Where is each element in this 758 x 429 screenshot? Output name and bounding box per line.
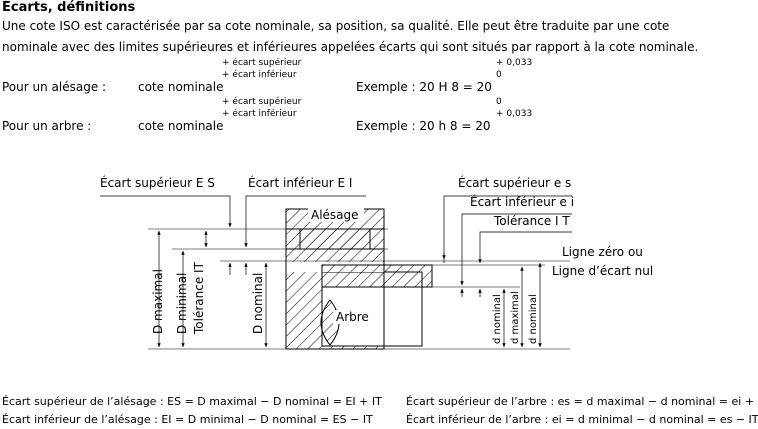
label-d-nominal-1: d nominal [492,294,503,344]
arbre-row-example: Exemple : 20 h 8 = 20 [356,119,491,133]
label-ligne-ecart: Ligne d’écart nul [552,264,653,278]
intro-line-2: nominale avec des limites supérieures et… [2,40,699,54]
alesage-upper-deviation: + écart supérieur [222,58,302,68]
label-ecart-sup-E: Écart supérieur E S [100,175,215,190]
formula-es-alesage: Écart supérieur de l’alésage : ES = D ma… [2,395,382,408]
label-ecart-inf-e: Écart inférieur e i [470,194,574,209]
alesage-example-upper: + 0,033 [496,58,533,68]
arbre-example-lower: + 0,033 [496,109,533,119]
alesage-lower-deviation: + écart inférieur [222,70,297,80]
leader-ei [460,213,572,286]
alesage-example-lower: 0 [496,70,502,80]
formula-ei-alesage: Écart inférieur de l’alésage : EI = D mi… [2,413,373,426]
label-D-nominal: D nominal [251,273,265,334]
label-tolerance-IT: Tolérance IT [192,261,206,335]
label-ecart-sup-e: Écart supérieur e s [458,175,571,190]
page-title: Écarts, définitions [2,0,136,15]
intro-line-1: Une cote ISO est caractérisée par sa cot… [2,19,670,33]
label-d-nominal-2: d nominal [528,294,539,344]
arbre-row-label: Pour un arbre : [2,119,92,133]
alesage-row-label: Pour un alésage : [2,80,107,94]
arbre-example-upper: 0 [496,97,502,107]
label-alesage: Alésage [311,208,359,222]
arbre-lower-deviation: + écart inférieur [222,109,297,119]
label-d-maximal: d maximal [510,291,521,344]
leader-es [442,195,572,260]
formula-es-arbre: Écart supérieur de l’arbre : es = d maxi… [406,395,758,408]
formula-ei-arbre: Écart inférieur de l’arbre : ei = d mini… [406,413,758,426]
label-ecart-inf-E: Écart inférieur E I [248,175,352,190]
label-tolerance-arbre: Tolérance I T [493,214,570,228]
alesage-row-nominal: cote nominale [138,80,224,94]
label-arbre: Arbre [336,310,369,324]
alesage-band-inner [299,228,371,250]
leader-EI [244,195,366,248]
arbre-upper-deviation: + écart supérieur [222,97,302,107]
arbre-tolerance-band [321,264,433,288]
arbre-row-nominal: cote nominale [138,119,224,133]
label-ligne-zero: Ligne zéro ou [562,245,643,259]
leader-IT [478,231,572,264]
alesage-row-example: Exemple : 20 H 8 = 20 [356,80,492,94]
label-D-maximal: D maximal [151,269,165,334]
leader-ES [100,195,232,228]
label-D-minimal: D minimal [175,273,189,334]
